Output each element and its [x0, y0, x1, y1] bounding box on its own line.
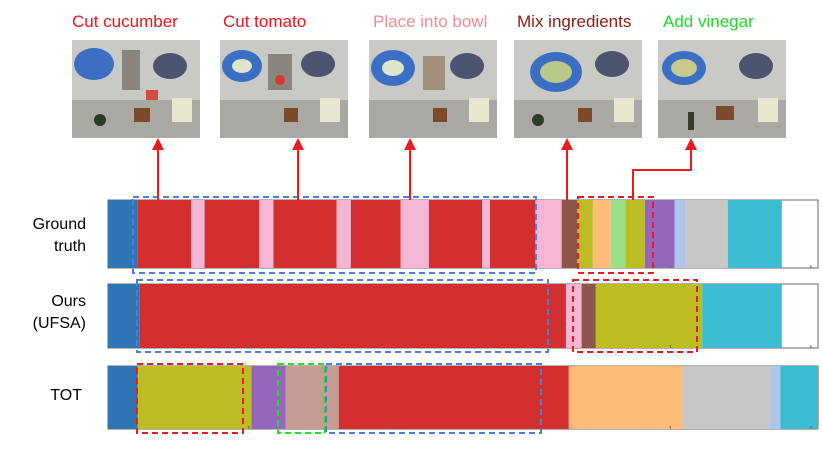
segment-ground-truth-18	[644, 200, 675, 268]
highlight-ours-cut-region	[136, 279, 549, 353]
row-label-ours-ufsa: Ours(UFSA)	[32, 293, 86, 332]
video-frame-mix-ingredients	[514, 40, 642, 138]
segment-ground-truth-11	[490, 200, 536, 268]
caption-cut-tomato: Cut tomato	[223, 12, 307, 31]
segment-ground-truth-16	[610, 200, 626, 268]
segment-ground-truth-1	[137, 200, 191, 268]
segment-ground-truth-20	[685, 200, 728, 268]
segment-tot-0	[108, 366, 138, 429]
segment-tot-6	[682, 366, 770, 429]
highlight-gt-vinegar-region	[577, 196, 654, 274]
highlight-boxes	[132, 196, 698, 434]
highlight-tot-wrong-region	[136, 363, 244, 434]
segment-ground-truth-8	[400, 200, 429, 268]
segment-ours-ufsa-0	[108, 284, 140, 348]
segment-ours-ufsa-3	[581, 284, 596, 348]
segment-ground-truth-17	[625, 200, 645, 268]
segment-ground-truth-6	[336, 200, 351, 268]
segment-ground-truth-15	[592, 200, 611, 268]
segment-ground-truth-2	[191, 200, 205, 268]
segment-tot-3	[285, 366, 339, 429]
segment-ground-truth-3	[204, 200, 260, 268]
video-frame-add-vinegar	[658, 40, 786, 138]
segment-tot-5	[568, 366, 683, 429]
segment-ground-truth-14	[577, 200, 593, 268]
caption-place-into-bowl: Place into bowl	[373, 12, 488, 31]
segment-ours-ufsa-5	[702, 284, 782, 348]
segment-tot-8	[780, 366, 818, 429]
caption-mix-ingredients: Mix ingredients	[517, 12, 632, 31]
segment-ground-truth-21	[727, 200, 782, 268]
segment-ground-truth-7	[350, 200, 401, 268]
video-frame-cut-tomato	[220, 40, 348, 138]
segment-ground-truth-12	[535, 200, 562, 268]
highlight-ours-vinegar-region	[572, 279, 698, 353]
highlight-tot-cut-region	[325, 363, 542, 434]
segment-ours-ufsa-1	[139, 284, 566, 348]
frame-arrows	[152, 138, 697, 200]
highlight-gt-cut-region	[132, 196, 537, 274]
caption-cut-cucumber: Cut cucumber	[72, 12, 178, 31]
video-frame-place-into-bowl	[369, 40, 497, 138]
row-label-tot: TOT	[50, 387, 82, 404]
caption-add-vinegar: Add vinegar	[663, 12, 754, 31]
segment-ground-truth-10	[482, 200, 490, 268]
segment-ground-truth-13	[561, 200, 578, 268]
video-frame-cut-cucumber	[72, 40, 200, 138]
segment-tot-4	[338, 366, 569, 429]
arrow-add-vinegar	[632, 138, 697, 200]
segment-ground-truth-4	[259, 200, 274, 268]
segment-ours-ufsa-4	[595, 284, 703, 348]
segment-ground-truth-9	[428, 200, 483, 268]
segment-ground-truth-19	[674, 200, 686, 268]
segment-ground-truth-5	[273, 200, 337, 268]
segment-tot-2	[251, 366, 286, 429]
segment-tot-1	[137, 366, 252, 429]
segment-tot-7	[769, 366, 781, 429]
